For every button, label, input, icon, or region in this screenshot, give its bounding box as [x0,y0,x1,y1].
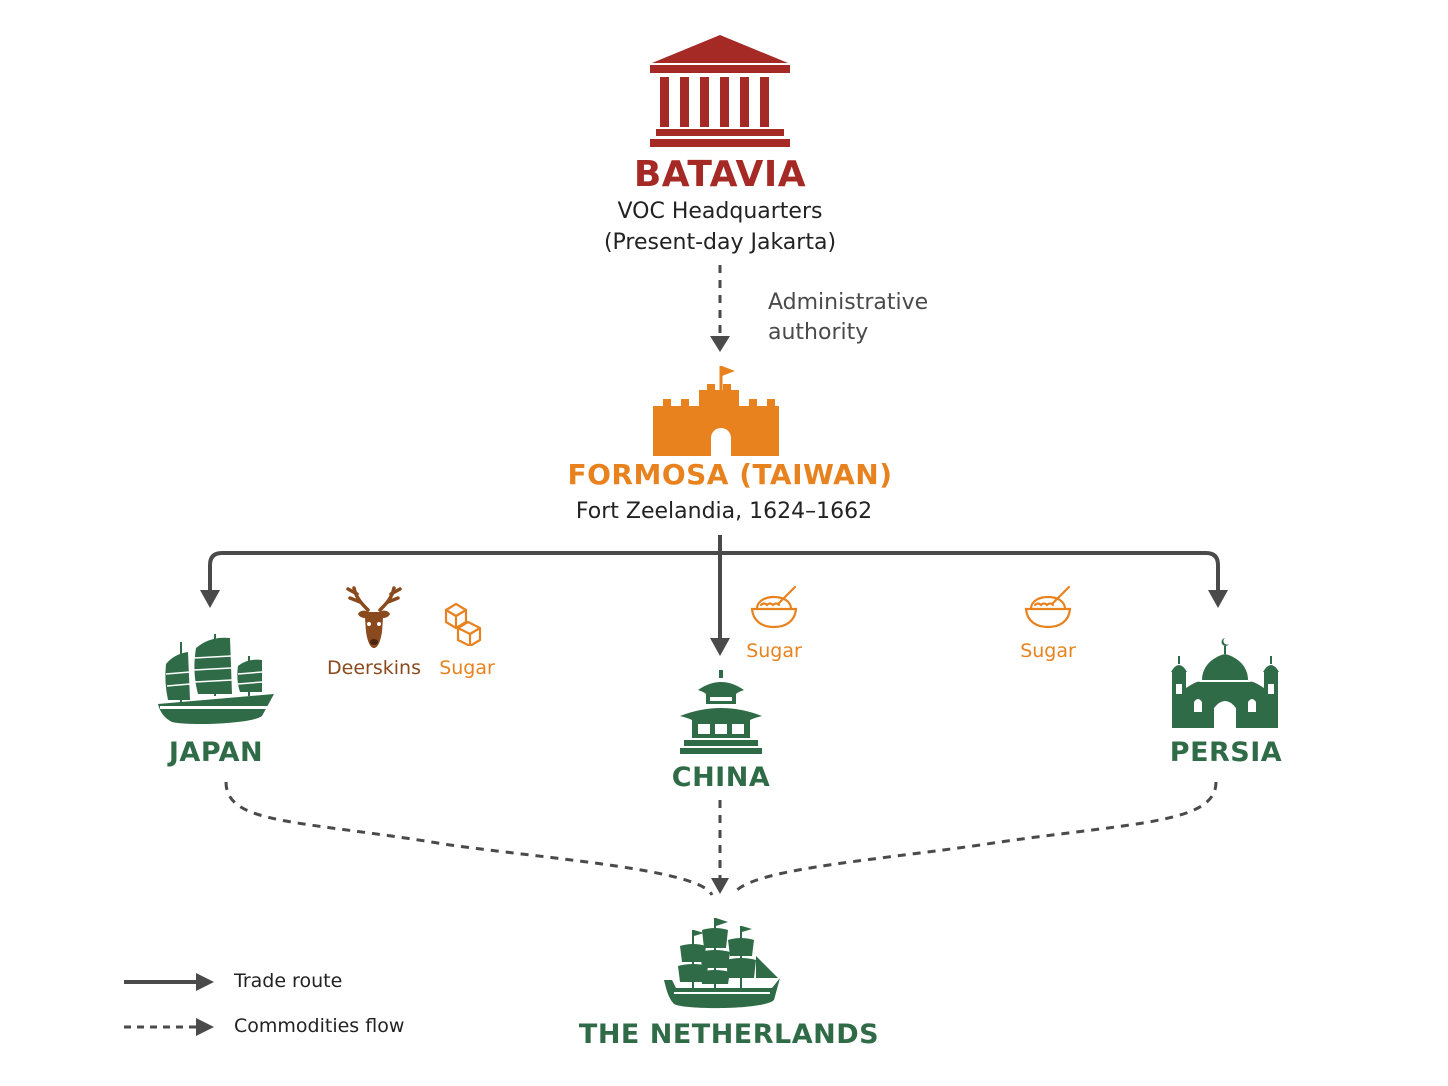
commodity-label-deerskins: Deerskins [327,657,421,679]
netherlands-title: THE NETHERLANDS [578,1019,880,1050]
deer-icon-wrap [344,584,404,654]
batavia-subtitle-line1: VOC Headquarters [617,199,823,224]
authority-arrowhead [710,336,730,352]
commodity-label-sugar-persia: Sugar [1020,640,1076,662]
japan-title: JAPAN [168,737,264,768]
commodities-flow-japan [224,781,714,896]
junk-ship-icon [158,634,274,724]
formosa-title: FORMOSA (TAIWAN) [567,458,893,491]
sugar-cubes-icon-wrap [442,600,486,650]
commodity-label-sugar-china: Sugar [746,640,802,662]
commodity-label-sugar-japan: Sugar [439,657,495,679]
sugar-bowl-icon [1024,585,1072,629]
pagoda-icon [680,670,762,754]
legend-trade-route-label: Trade route [234,970,343,992]
fortress-icon [643,366,779,456]
batavia-icon-wrap [650,35,790,151]
commodities-flow-persia [731,781,1218,896]
trade-route-japan [208,551,720,592]
netherlands-icon-wrap [664,916,782,1016]
sugar-bowl-icon-china-wrap [749,585,799,635]
persia-icon-wrap [1170,636,1280,734]
commodities-arrowhead-netherlands [711,878,729,894]
deer-icon [346,586,402,648]
legend-trade-route-arrow [196,973,214,991]
sugar-bowl-icon [750,585,798,629]
mosque-icon [1171,638,1279,728]
batavia-subtitle-line2: (Present-day Jakarta) [603,230,837,255]
china-title: CHINA [671,762,771,793]
authority-label-line2: authority [768,320,869,345]
legend-commodities-flow-label: Commodities flow [234,1015,405,1037]
authority-label-line1: Administrative [768,290,929,315]
legend-commodities-flow-arrow [196,1018,214,1036]
batavia-title: BATAVIA [633,154,807,195]
trade-arrowhead-persia [1208,590,1228,608]
japan-icon-wrap [158,632,276,734]
classical-building-icon [650,35,790,147]
trade-arrowhead-china [710,638,730,656]
sugar-bowl-icon-persia-wrap [1023,585,1073,635]
formosa-icon-wrap [643,364,789,460]
formosa-subtitle: Fort Zeelandia, 1624–1662 [575,499,873,524]
trade-route-persia [720,551,1220,592]
tall-ship-icon [664,918,780,1009]
trade-arrowhead-japan [200,590,220,608]
sugar-cubes-icon [444,602,482,648]
persia-title: PERSIA [1169,737,1283,768]
china-icon-wrap [678,670,764,760]
